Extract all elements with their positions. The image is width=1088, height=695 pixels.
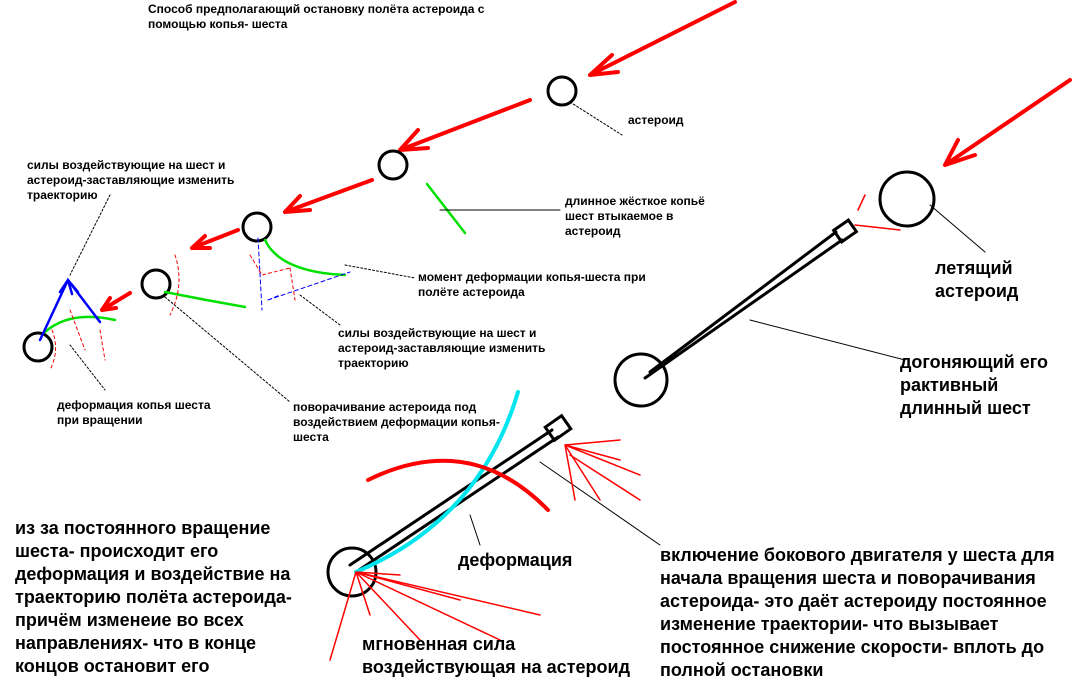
label-side-engine: включение бокового двигателя у шеста для…: [660, 545, 1055, 680]
label-deformation: деформация: [458, 550, 573, 570]
label-turning: поворачивание астероида под воздействием…: [293, 400, 500, 444]
force-arrows: [38, 277, 102, 342]
label-instant-force: мгновенная сила воздействующая на астеро…: [362, 634, 630, 677]
label-constant-rotation: из за постоянного вращение шеста- происх…: [15, 518, 292, 676]
label-deformation-moment: момент деформации копья-шеста при полёте…: [418, 270, 646, 299]
label-forces-left: силы воздействующие на шест и астероид-з…: [27, 158, 235, 202]
label-forces-mid: силы воздействующие на шест и астероид-з…: [338, 326, 546, 370]
trajectory-arrows: [100, 0, 1072, 312]
label-deformation-rotation: деформация копья шеста при вращении: [57, 398, 211, 427]
jet-pole-upper: [643, 218, 859, 380]
asteroid-circles: [22, 75, 936, 598]
force-rays: [329, 194, 901, 661]
label-long-spear: длинное жёсткое копьё шест втыкаемое в а…: [565, 194, 705, 238]
spears: [43, 182, 467, 334]
label-asteroid: астероид: [628, 113, 684, 127]
rotation-arc: [366, 458, 550, 512]
page-title: Способ предполагающий остановку полёта а…: [148, 2, 485, 31]
deformation-curve: [354, 390, 520, 574]
label-flying-asteroid: летящий астероид: [935, 258, 1019, 301]
label-chasing-pole: догоняющий его рактивный длинный шест: [900, 352, 1049, 418]
